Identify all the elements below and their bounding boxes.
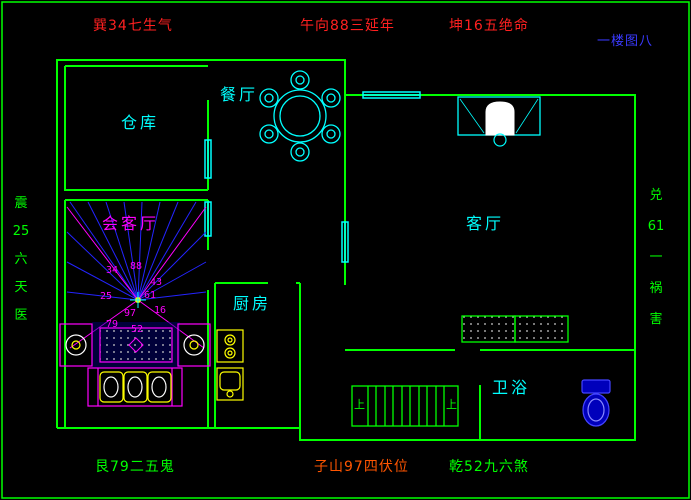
dining-chair — [259, 88, 279, 108]
annotation-left-char: 25 — [12, 224, 30, 239]
annotation-right-char: 兑 — [649, 188, 663, 203]
sink — [216, 367, 244, 401]
walls — [56, 59, 636, 441]
dresser — [457, 96, 541, 147]
dining-chair — [321, 88, 341, 108]
stove — [216, 329, 244, 363]
room-label-kitchen: 厨房 — [233, 294, 272, 313]
annotation-left-char: 天 — [14, 280, 28, 295]
toilet — [581, 379, 611, 427]
annotation-left-side: 震 25 六 天 医 — [10, 190, 32, 330]
compass-number: 88 — [130, 261, 143, 272]
fengshui-rays — [66, 201, 207, 301]
armchair-left — [59, 323, 93, 367]
compass-number: 34 — [106, 265, 119, 276]
compass-number: 52 — [131, 324, 144, 335]
annotation-left-char: 震 — [14, 196, 28, 211]
annotation-left-char: 医 — [14, 308, 28, 323]
coffee-table — [99, 327, 173, 363]
compass-number: 43 — [150, 277, 163, 288]
annotation-left-char: 六 — [14, 252, 28, 267]
planter-boxes — [461, 315, 569, 343]
fengshui-center-marker — [130, 292, 146, 308]
room-label-living: 客厅 — [466, 214, 505, 233]
annotation-right-char: 祸 — [649, 281, 663, 296]
stairs — [351, 385, 459, 427]
annotation-top-left: 巽34七生气 — [93, 18, 173, 34]
room-label-reception: 会客厅 — [102, 214, 160, 233]
dining-chair — [321, 124, 341, 144]
dining-chair — [259, 124, 279, 144]
annotation-top-center: 午向88三延年 — [300, 18, 395, 34]
annotation-right-side: 兑 61 一 祸 害 — [645, 180, 667, 335]
compass-number: 79 — [106, 319, 119, 330]
stairs-up-label-right: 上 — [446, 398, 457, 411]
fengshui-rays-diagonal — [66, 206, 207, 349]
dining-chair — [290, 70, 310, 90]
room-label-bathroom: 卫浴 — [492, 378, 531, 397]
window-living-left — [341, 221, 349, 263]
annotation-bottom-left: 艮79二五鬼 — [95, 459, 175, 475]
annotation-bottom-right: 乾52九六煞 — [449, 459, 529, 475]
room-label-dining: 餐厅 — [220, 85, 259, 104]
annotation-top-right: 坤16五绝命 — [449, 18, 529, 34]
drawing-title: 一楼图八 — [597, 34, 654, 49]
dining-table — [259, 70, 341, 162]
armchair-right — [177, 323, 211, 367]
stairs-up-label-left: 上 — [354, 398, 365, 411]
sofa — [87, 367, 183, 407]
annotation-right-char: 一 — [649, 250, 663, 265]
compass-number: 16 — [154, 305, 167, 316]
window-living-top — [362, 91, 421, 99]
window-storage-right — [204, 139, 212, 179]
window-reception-right — [204, 201, 212, 237]
annotation-right-char: 61 — [647, 219, 665, 234]
room-label-storage: 仓库 — [121, 113, 160, 132]
compass-number: 61 — [144, 290, 157, 301]
compass-number: 25 — [100, 291, 113, 302]
compass-number: 97 — [124, 308, 137, 319]
dining-chair — [290, 142, 310, 162]
annotation-bottom-center: 子山97四伏位 — [314, 459, 409, 475]
windows — [204, 91, 421, 263]
annotation-right-char: 害 — [649, 312, 663, 327]
